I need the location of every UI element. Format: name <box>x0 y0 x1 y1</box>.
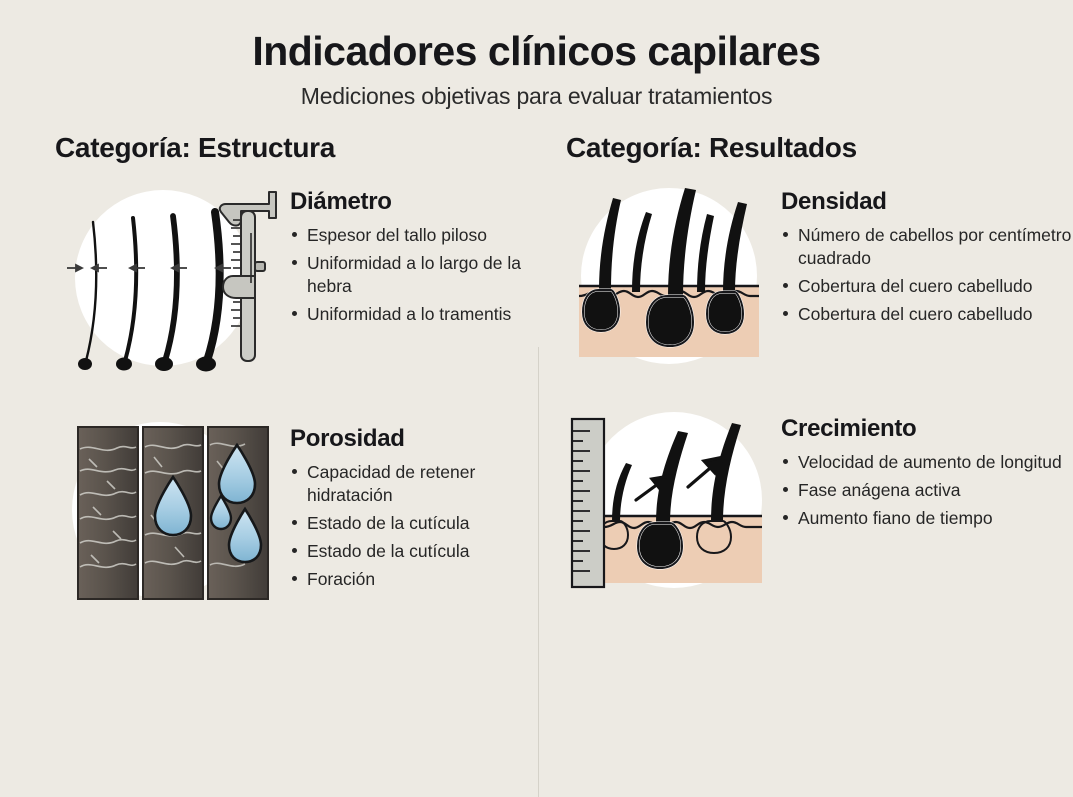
item-title-densidad: Densidad <box>781 188 887 216</box>
item-crecimiento: Crecimiento Velocidad de aumento de long… <box>566 405 1072 605</box>
list-item: Estado de la cutícula <box>290 512 536 535</box>
page-subtitle: Mediciones objetivas para evaluar tratam… <box>300 83 773 110</box>
columns-container: Categoría: Estructura <box>0 132 1073 797</box>
list-item: Cobertura del cuero cabelludo <box>781 275 1072 298</box>
header: Indicadores clínicos capilares Medicione… <box>0 0 1073 110</box>
diametro-text: Diámetro Espesor del tallo piloso Unifor… <box>290 178 536 331</box>
list-item: Capacidad de retener hidratación <box>290 461 536 507</box>
category-heading-resultados: Categoría: Resultados <box>566 132 857 164</box>
column-resultados: Categoría: Resultados <box>536 132 1072 637</box>
diametro-bullets: Espesor del tallo piloso Uniformidad a l… <box>290 224 536 326</box>
porosidad-bullets: Capacidad de retener hidratación Estado … <box>290 461 536 591</box>
list-item: Uniformidad a lo tramentis <box>290 303 536 326</box>
item-densidad: Densidad Número de cabellos por centímet… <box>566 178 1072 383</box>
densidad-art <box>566 178 781 383</box>
item-title-porosidad: Porosidad <box>290 425 405 453</box>
scalp-follicles-icon <box>578 188 759 365</box>
list-item: Velocidad de aumento de longitud <box>781 451 1072 474</box>
item-porosidad: Porosidad Capacidad de retener hidrataci… <box>55 415 536 615</box>
list-item: Espesor del tallo piloso <box>290 224 536 247</box>
item-diametro: Diámetro Espesor del tallo piloso Unifor… <box>55 178 536 393</box>
crecimiento-bullets: Velocidad de aumento de longitud Fase an… <box>781 451 1072 530</box>
hair-caliper-icon <box>67 190 277 372</box>
page-title: Indicadores clínicos capilares <box>252 28 821 74</box>
crecimiento-art <box>566 405 781 605</box>
category-heading-estructura: Categoría: Estructura <box>55 132 335 164</box>
diametro-art <box>55 178 290 393</box>
porosidad-text: Porosidad Capacidad de retener hidrataci… <box>290 415 536 596</box>
crecimiento-text: Crecimiento Velocidad de aumento de long… <box>781 405 1072 535</box>
ruler-growth-icon <box>570 412 762 589</box>
porosidad-art <box>55 415 290 615</box>
column-estructura: Categoría: Estructura <box>0 132 536 637</box>
densidad-bullets: Número de cabellos por centímetro cuadra… <box>781 224 1072 326</box>
list-item: Aumento fiano de tiempo <box>781 507 1072 530</box>
list-item: Número de cabellos por centímetro cuadra… <box>781 224 1072 270</box>
column-divider <box>538 347 539 797</box>
item-title-diametro: Diámetro <box>290 188 392 216</box>
list-item: Estado de la cutícula <box>290 540 536 563</box>
densidad-text: Densidad Número de cabellos por centímet… <box>781 178 1072 331</box>
list-item: Fase anágena activa <box>781 479 1072 502</box>
item-title-crecimiento: Crecimiento <box>781 415 917 443</box>
list-item: Uniformidad a lo largo de la hebra <box>290 252 536 298</box>
list-item: Cobertura del cuero cabelludo <box>781 303 1072 326</box>
list-item: Foración <box>290 568 536 591</box>
hair-shaft-droplets-icon <box>72 422 269 601</box>
